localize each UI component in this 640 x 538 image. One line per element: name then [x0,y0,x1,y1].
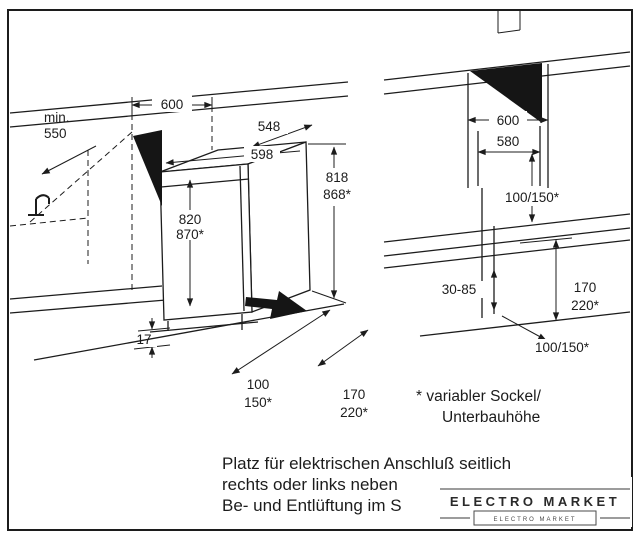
dim-580-label: 580 [497,134,520,149]
dim-818-868: 818 868* [308,143,360,304]
hidden-lines [9,116,213,290]
niche-shadow-triangle-right [470,63,542,123]
dim-580: 580 [477,133,541,156]
dim-170-220-left: 170 220* [317,329,378,420]
footnote: * variabler Sockel/ Unterbauhöhe [416,388,542,426]
dim-598-label: 598 [251,147,274,162]
dim-220-label: 220* [340,405,369,420]
dim-100-150-bottom: 100/150* [501,315,602,356]
dim-600-right: 600 [467,111,549,128]
dim-870-label: 870* [176,227,205,242]
dim-820-label: 820 [179,212,202,227]
footnote-line1: * variabler Sockel/ [416,388,542,405]
watermark: ELECTRO MARKET ELECTRO MARKET [436,477,632,527]
dim-30-85: 30-85 [434,269,498,311]
dim-220-right-label: 220* [571,298,600,313]
dim-548-label: 548 [258,119,281,134]
dim-598: 598 [165,146,301,166]
niche-lines-right [467,64,549,188]
left-diagram: 600 min. 550 [9,81,378,420]
dim-818-label: 818 [326,170,349,185]
watermark-box [473,510,597,526]
dim-30-85-label: 30-85 [442,282,477,297]
dim-100-150-bottom-label: 100/150* [535,340,590,355]
caption-line2: rechts oder links neben [222,475,398,494]
dim-170-label: 170 [343,387,366,402]
push-direction-arrow-icon [245,291,307,319]
wall-section-lines [497,11,521,34]
watermark-brand: ELECTRO MARKET [450,494,620,509]
dim-820-870: 820 870* [168,179,212,307]
watermark-box-text: ELECTRO MARKET [493,517,576,523]
dim-600-left-label: 600 [161,97,184,112]
footnote-line2: Unterbauhöhe [442,409,540,426]
dim-548: 548 [250,118,313,148]
right-diagram: 600 580 100/150* 30-85 [383,11,631,426]
dim-170-right-label: 170 [574,280,597,295]
dim-100-150-left: 100 150* [231,309,331,410]
min-value: 550 [44,126,67,141]
dim-150-label: 150* [244,395,273,410]
niche-shadow-triangle [133,130,162,206]
dim-100-150-top: 100/150* [494,153,570,223]
dim-600-right-label: 600 [497,113,520,128]
caption-line3: Be- und Entlüftung im S [222,496,402,515]
dim-868-label: 868* [323,187,352,202]
faucet-icon [28,194,50,216]
plinth-lines-left [9,285,167,314]
dim-600-left: 600 [131,95,213,120]
min-label: min. [44,110,70,125]
caption-line1: Platz für elektrischen Anschluß seitlich [222,454,511,473]
caption: Platz für elektrischen Anschluß seitlich… [222,454,511,515]
dim-min550: min. 550 [41,110,97,175]
dim-100-label: 100 [247,377,270,392]
dim-170-220-right: 170 220* [519,237,608,321]
dim-100-150-top-label: 100/150* [505,190,560,205]
